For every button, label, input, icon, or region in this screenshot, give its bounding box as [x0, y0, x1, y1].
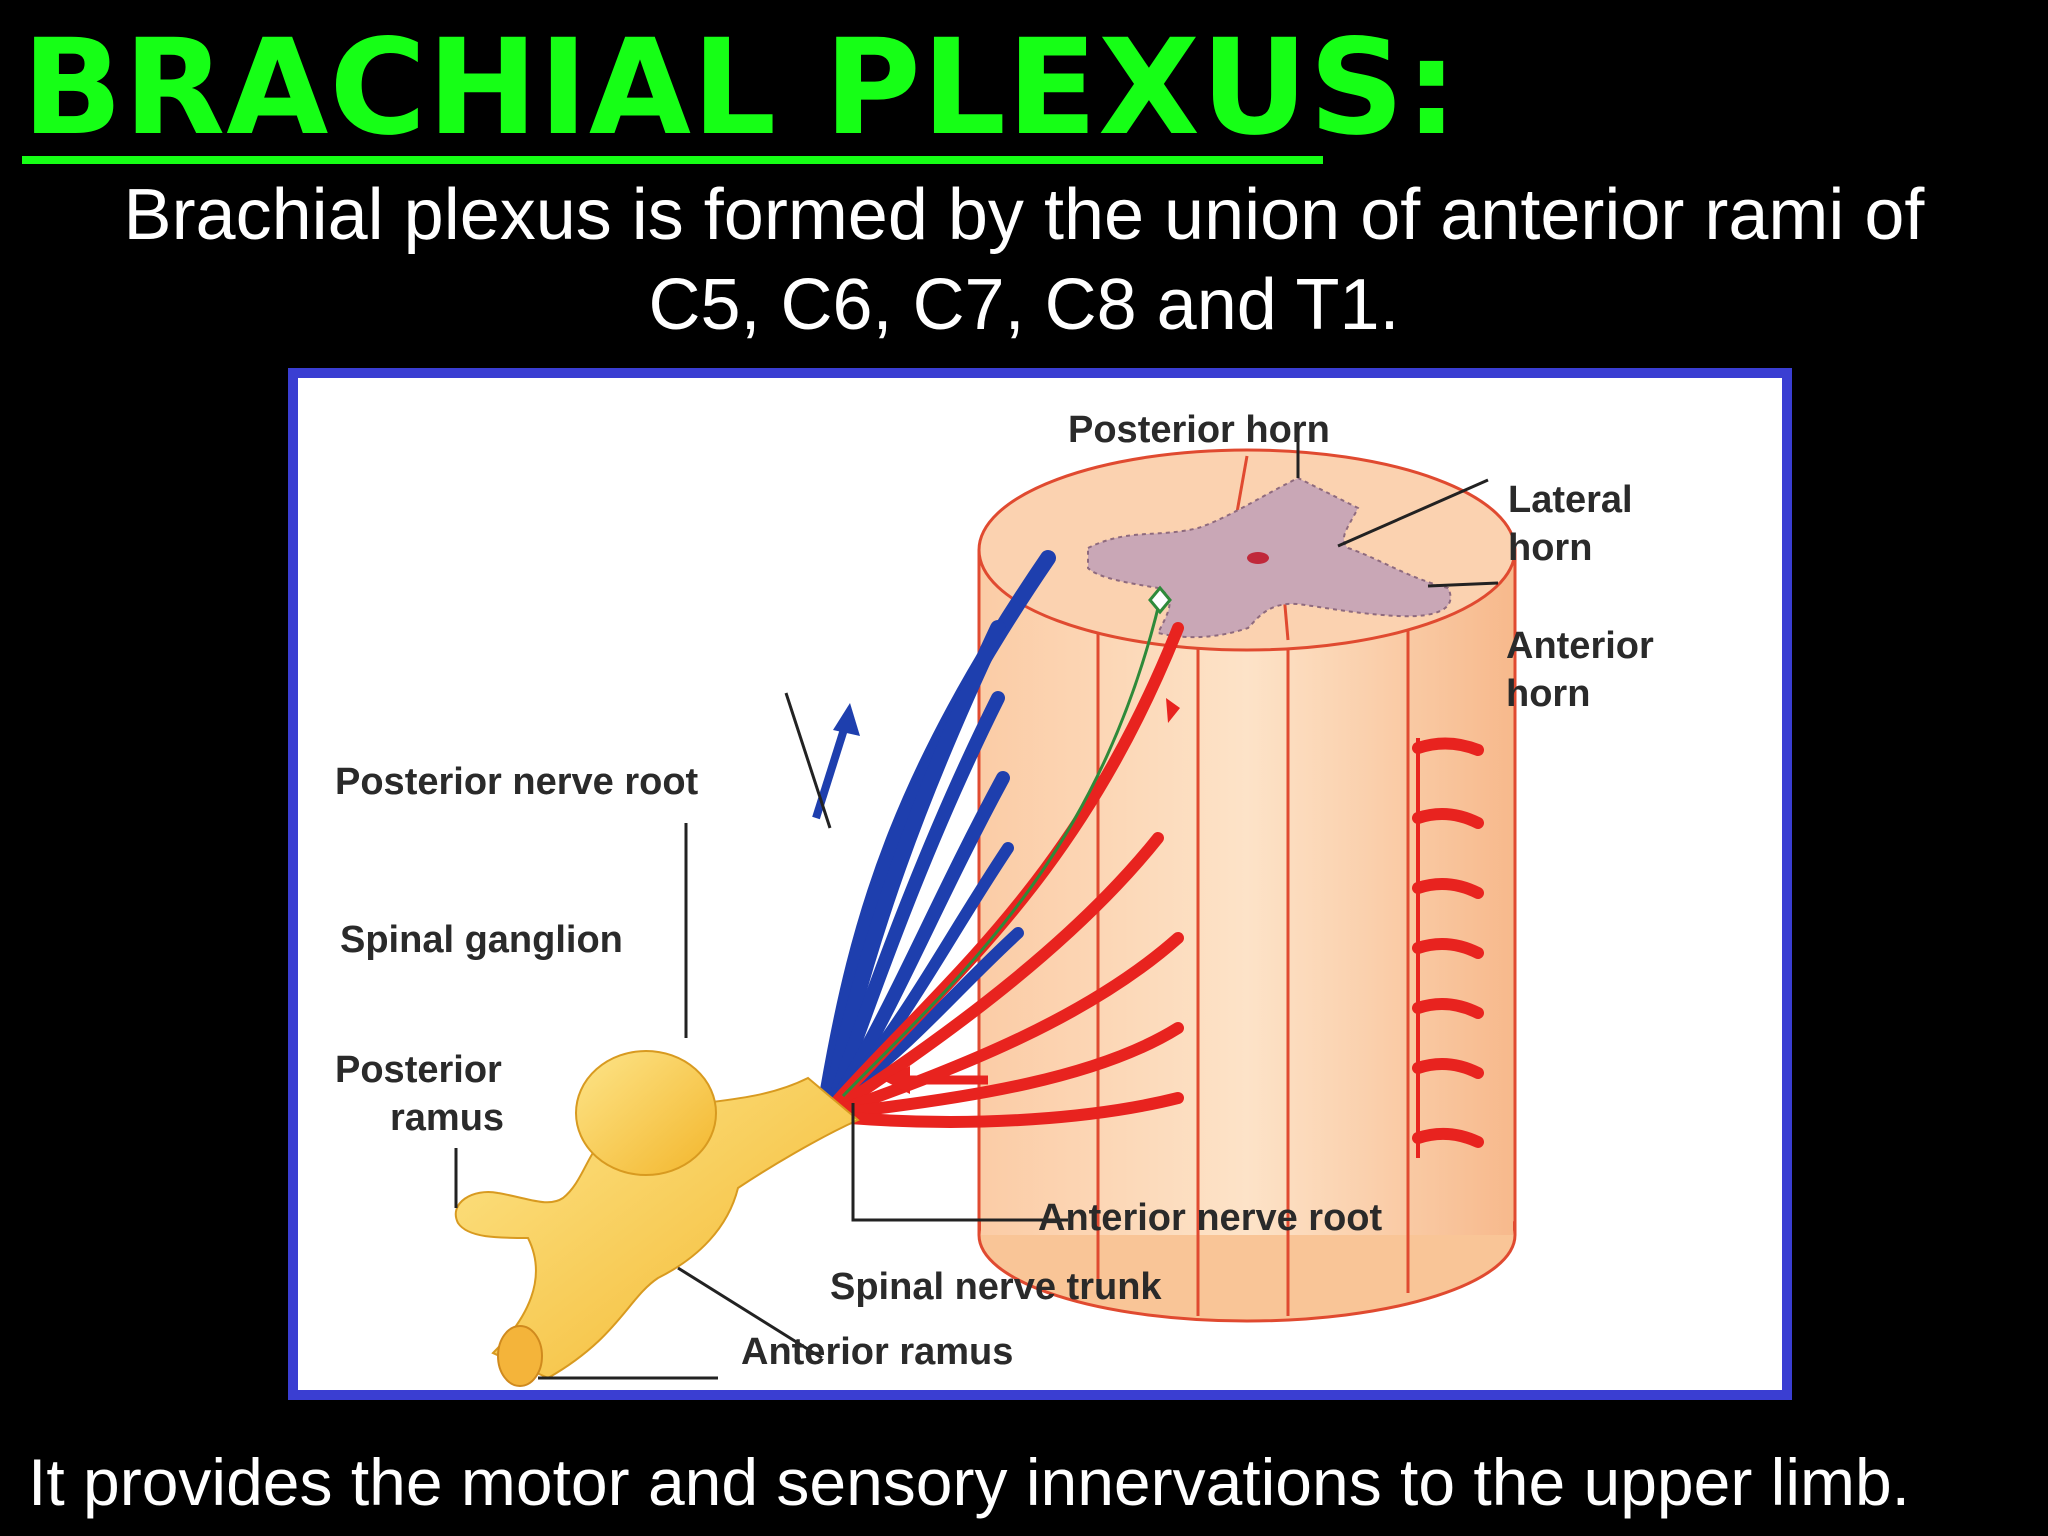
diagram-drawing — [454, 428, 1517, 1387]
intro-line-1: Brachial plexus is formed by the union o… — [123, 175, 1925, 255]
label-spinal-nerve-trunk: Spinal nerve trunk — [830, 1266, 1162, 1308]
intro-text: Brachial plexus is formed by the union o… — [0, 170, 2048, 350]
rootlet — [1412, 878, 1484, 899]
posterior-rootlet — [825, 620, 1006, 1098]
anterior-rootlet — [844, 1092, 1184, 1128]
leader-lateral-horn — [1337, 478, 1489, 548]
posterior-rootlet — [844, 927, 1024, 1096]
posterior-rootlet — [831, 691, 1005, 1097]
label-posterior-ramus-2: ramus — [390, 1097, 505, 1139]
leader-anterior-nerve-root — [851, 1103, 1068, 1222]
rootlet — [1412, 1058, 1484, 1079]
anterior-ramus-end — [497, 1325, 543, 1387]
leader-spinal-nerve-trunk — [677, 1266, 823, 1360]
posterior-median-sulcus — [1234, 455, 1249, 519]
anterior-rootlet — [837, 832, 1164, 1110]
label-anterior-nerve-root: Anterior nerve root — [1038, 1197, 1383, 1239]
red-arrowhead-small — [1166, 698, 1180, 723]
label-anterior-horn-2: horn — [1506, 673, 1591, 715]
rootlet — [1412, 998, 1484, 1019]
leader-posterior-nerve-root — [784, 692, 832, 829]
spinal-ganglion — [575, 1050, 717, 1176]
rootlet — [1412, 938, 1484, 959]
anterior-rootlets-right — [1412, 737, 1484, 1148]
leader-lines — [454, 428, 1499, 1380]
arrow-shaft — [812, 721, 850, 820]
central-canal — [1247, 552, 1269, 564]
label-lateral-horn-1: Lateral — [1508, 479, 1633, 521]
label-lateral-horn-2: horn — [1508, 527, 1593, 569]
posterior-rootlet — [836, 771, 1010, 1097]
label-posterior-nerve-root: Posterior nerve root — [335, 761, 699, 803]
intro-line-2: C5, C6, C7, C8 and T1. — [648, 265, 1400, 345]
label-posterior-horn: Posterior horn — [1068, 409, 1330, 451]
footer-text: It provides the motor and sensory innerv… — [28, 1445, 1910, 1519]
motor-fibre-green — [841, 599, 1162, 1098]
arrow-head — [883, 1066, 910, 1094]
grey-matter — [1087, 476, 1452, 639]
label-posterior-ramus-1: Posterior — [335, 1049, 502, 1091]
rootlet — [1412, 737, 1484, 756]
motor-neuron-cell — [1148, 585, 1172, 615]
title-underline — [22, 156, 1323, 164]
efferent-arrow — [883, 1066, 988, 1094]
rootlet — [1412, 808, 1484, 829]
leader-anterior-horn — [1427, 581, 1499, 588]
spinal-nerve-diagram: Posterior horn Lateral horn Anterior hor… — [288, 368, 1792, 1400]
rootlet — [1412, 1127, 1484, 1148]
arrow-head — [833, 703, 860, 736]
label-anterior-ramus: Anterior ramus — [741, 1331, 1014, 1373]
spinal-nerve — [454, 1050, 860, 1387]
label-anterior-horn-1: Anterior — [1506, 625, 1654, 667]
spinal-cord — [977, 448, 1517, 1323]
posterior-nerve-root — [820, 550, 1056, 1098]
label-spinal-ganglion: Spinal ganglion — [340, 919, 623, 961]
anterior-rootlet — [842, 1022, 1184, 1118]
slide-title: BRACHIAL PLEXUS: — [22, 11, 1459, 165]
anterior-rootlet — [840, 932, 1184, 1114]
